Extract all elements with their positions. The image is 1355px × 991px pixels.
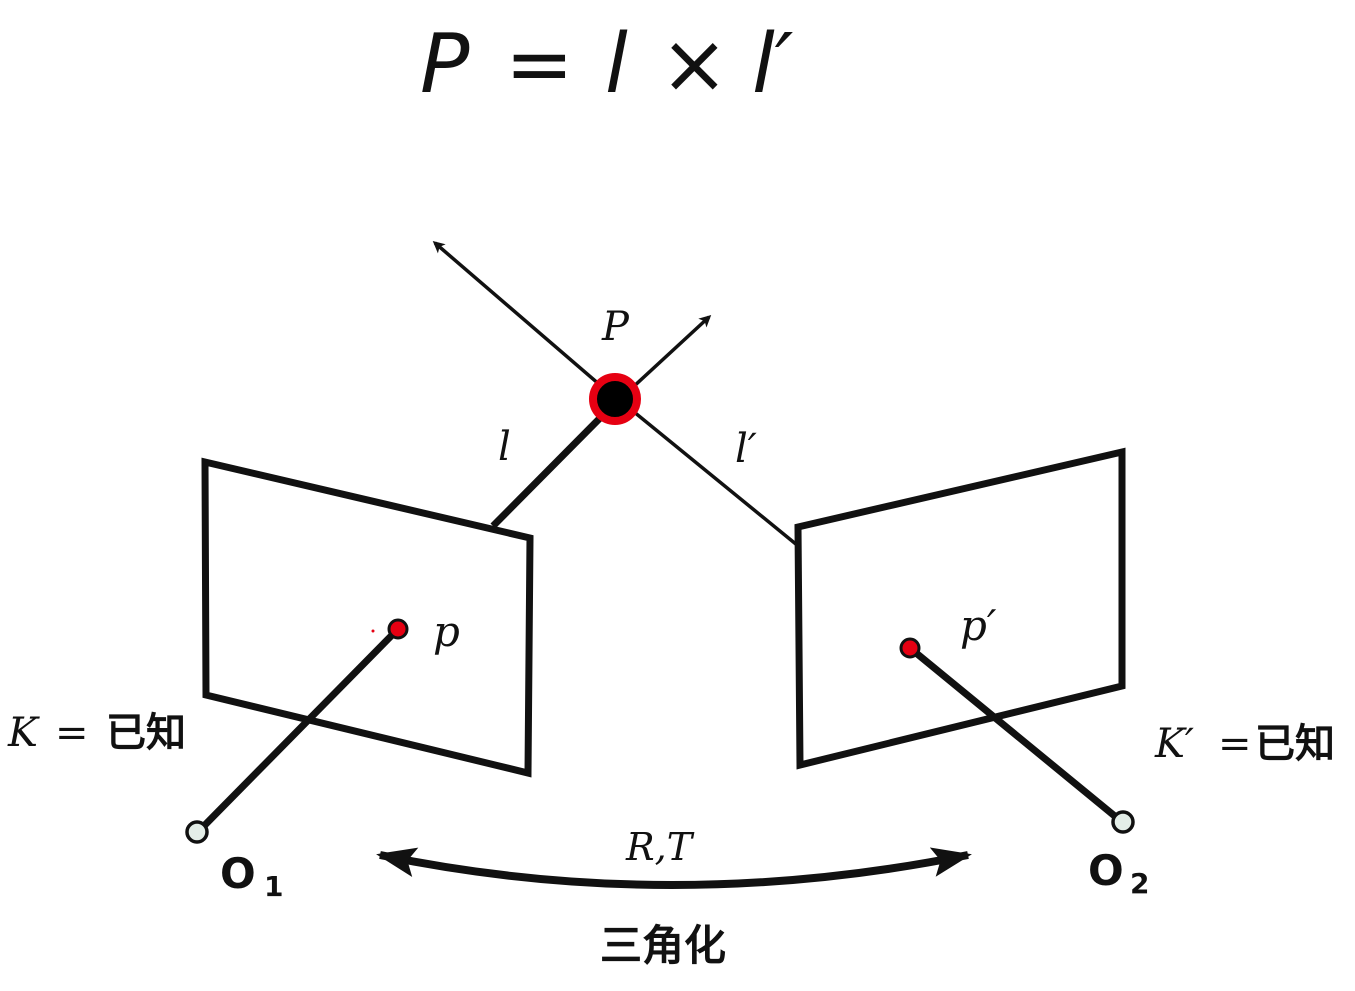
label-o1-main: O bbox=[220, 849, 256, 898]
label-o2-main: O bbox=[1088, 846, 1124, 895]
label-k-prime-equals: = bbox=[1218, 721, 1252, 767]
left-image-plane bbox=[201, 457, 534, 778]
arrow-up-left bbox=[432, 241, 602, 387]
caption-triangulation: 三角化 bbox=[600, 921, 726, 970]
formula-lhs: P bbox=[420, 17, 470, 112]
projection-p-marker bbox=[387, 618, 409, 640]
label-o1-sub: 1 bbox=[264, 870, 283, 903]
formula-l-prime: l′ bbox=[752, 17, 794, 112]
point-p-marker bbox=[589, 373, 641, 425]
ray-l-prime bbox=[626, 405, 799, 547]
transform-arrow bbox=[376, 847, 972, 889]
ray-l bbox=[490, 407, 611, 529]
right-image-plane bbox=[794, 447, 1126, 770]
label-projection-p-prime: p′ bbox=[960, 601, 997, 650]
formula-equals: = bbox=[505, 17, 574, 112]
formula: P = l × l′ bbox=[420, 17, 794, 112]
label-k-equals: = bbox=[55, 710, 89, 756]
label-k-symbol: K bbox=[7, 710, 40, 756]
label-point-p: P bbox=[601, 304, 630, 350]
projection-p-speck bbox=[371, 629, 375, 633]
label-projection-p: p bbox=[433, 607, 460, 656]
origin-o1-marker bbox=[185, 820, 209, 844]
projection-p-prime-marker bbox=[899, 637, 921, 659]
arrow-up-right bbox=[630, 314, 712, 390]
label-o2-sub: 2 bbox=[1130, 867, 1149, 900]
label-transform-rt: R,T bbox=[625, 825, 695, 869]
label-k-prime-symbol: K′ bbox=[1154, 721, 1194, 767]
label-ray-l: l bbox=[498, 424, 511, 470]
ray-o1-to-p bbox=[195, 626, 401, 835]
formula-l: l bbox=[605, 17, 628, 112]
label-k-known: 已知 bbox=[106, 710, 186, 756]
label-ray-l-prime: l′ bbox=[735, 426, 757, 472]
label-k-prime-known: 已知 bbox=[1255, 721, 1335, 767]
origin-o2-marker bbox=[1111, 810, 1135, 834]
origin-o1-label: O 1 bbox=[220, 849, 283, 903]
formula-times: × bbox=[660, 17, 729, 112]
intrinsic-left: K = 已知 bbox=[7, 710, 186, 756]
ray-o2-to-p-prime bbox=[907, 645, 1125, 825]
origin-o2-label: O 2 bbox=[1088, 846, 1149, 900]
intrinsic-right: K′ = 已知 bbox=[1154, 721, 1335, 767]
